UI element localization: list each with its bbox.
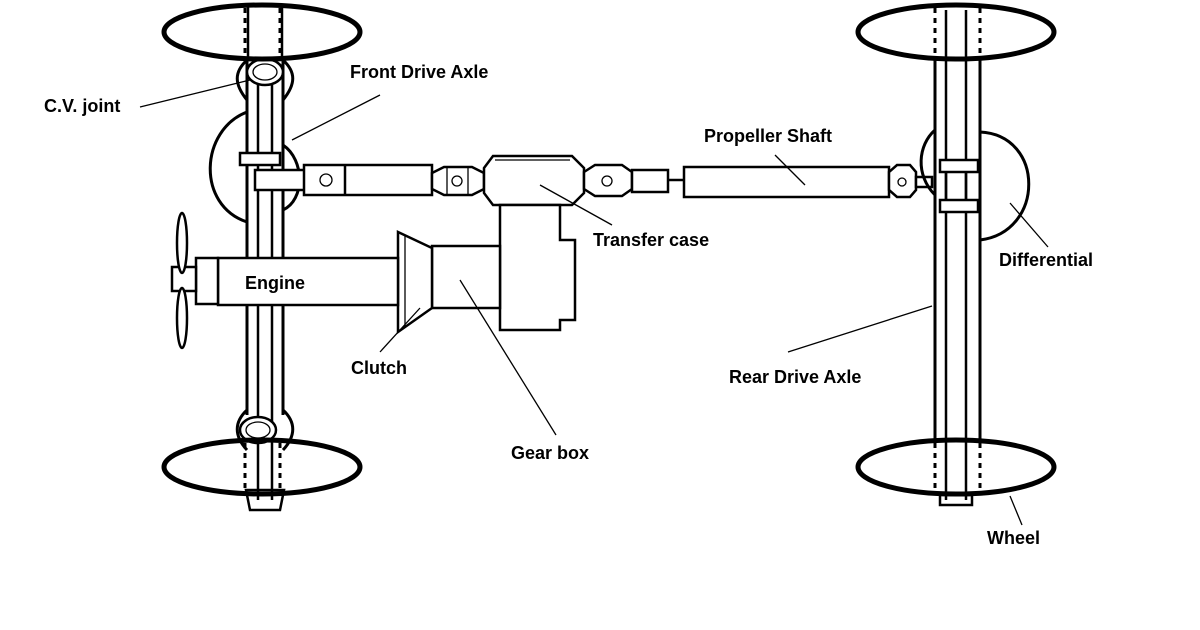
label-engine: Engine (245, 273, 305, 293)
differential (919, 128, 1031, 242)
label-gear-box: Gear box (511, 443, 589, 463)
rear-left-wheel (855, 2, 1057, 62)
front-propeller-shaft (253, 163, 486, 197)
rear-drive-axle (933, 10, 982, 500)
label-wheel: Wheel (987, 528, 1040, 548)
clutch (396, 230, 434, 335)
leader-propeller-shaft (774, 154, 806, 186)
label-transfer-case: Transfer case (593, 230, 709, 250)
front-right-wheel (161, 437, 363, 497)
leader-transfer-case (539, 184, 613, 226)
cv-joint-bottom (238, 415, 278, 445)
leader-lines (139, 79, 1049, 526)
leader-wheel (1009, 495, 1023, 526)
leader-rear-drive-axle (787, 305, 933, 353)
leader-clutch (379, 307, 421, 353)
label-front-drive-axle: Front Drive Axle (350, 62, 488, 82)
leader-gear-box (459, 279, 557, 436)
label-rear-drive-axle: Rear Drive Axle (729, 367, 861, 387)
leader-front-drive-axle (291, 94, 381, 141)
label-cv-joint: C.V. joint (44, 96, 120, 116)
label-differential: Differential (999, 250, 1093, 270)
gear-box (430, 203, 577, 332)
label-propeller-shaft: Propeller Shaft (704, 126, 832, 146)
transfer-case (482, 154, 586, 207)
engine (170, 256, 400, 307)
propeller-shaft (582, 163, 934, 199)
leader-differential (1009, 202, 1049, 248)
fan (175, 211, 189, 350)
leader-cv-joint (139, 79, 251, 108)
cv-joint-top (245, 57, 285, 87)
rear-right-wheel (855, 437, 1057, 507)
front-left-wheel (161, 2, 363, 62)
label-clutch: Clutch (351, 358, 407, 378)
